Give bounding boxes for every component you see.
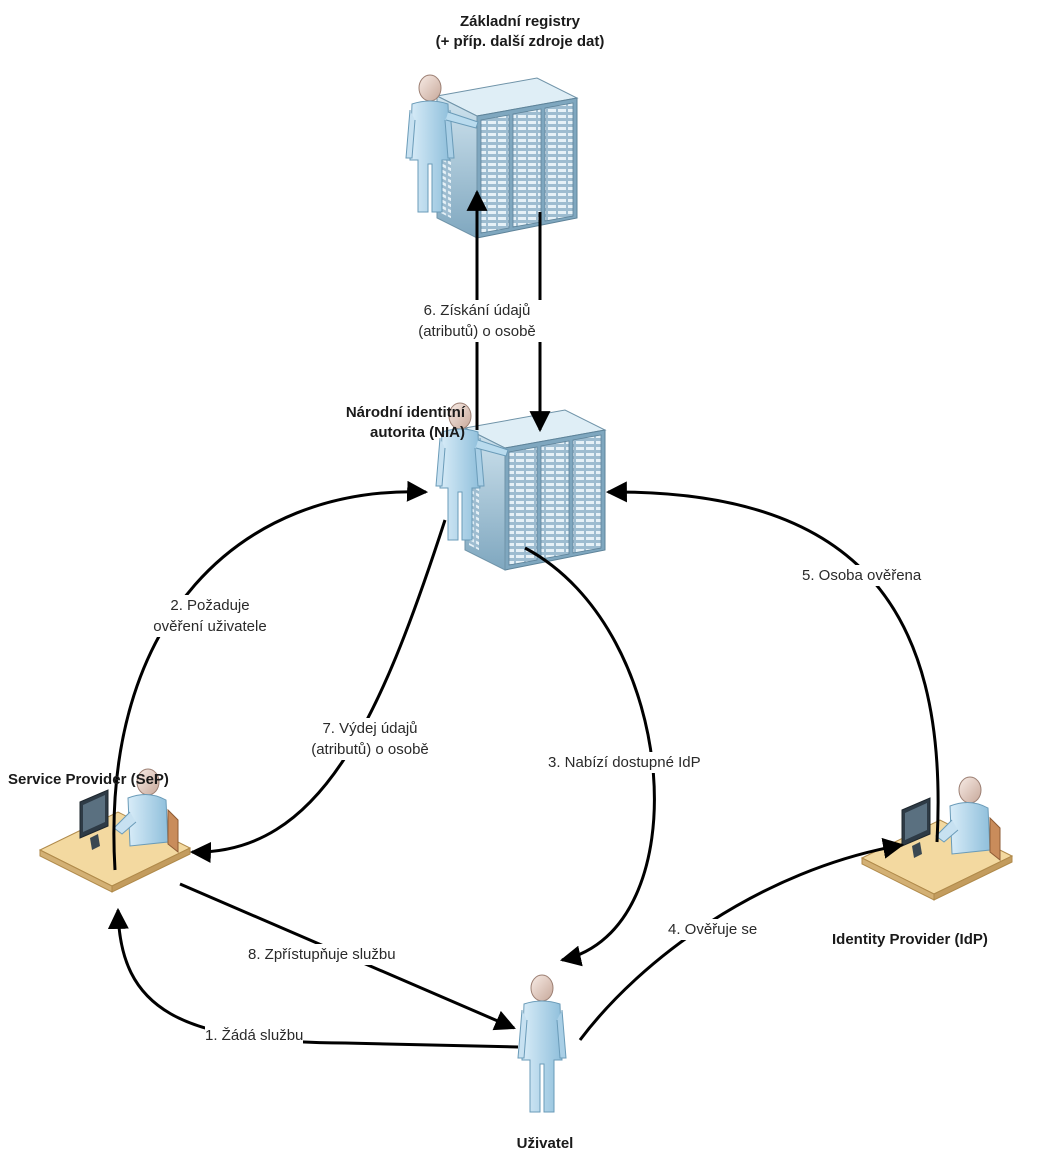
edge-7-label: 7. Výdej údajů (atributů) o osobě: [270, 718, 470, 760]
registries-node: [406, 75, 578, 239]
edge-6-label: 6. Získání údajů (atributů) o osobě: [372, 300, 582, 342]
edge-6-label-line2: (atributů) o osobě: [418, 323, 536, 340]
edge-7-label-line1: 7. Výdej údajů: [322, 720, 418, 737]
edge-1-arrow: [107, 907, 519, 1049]
user-person-icon: [517, 974, 567, 1113]
edge-5-label: 5. Osoba ověřena: [802, 565, 922, 586]
idp-label-text: Identity Provider (IdP): [832, 931, 988, 948]
edge-7-arrow: [189, 519, 447, 863]
edge-5-label-text: 5. Osoba ověřena: [802, 567, 922, 584]
edge-1-label-text: 1. Žádá službu: [205, 1027, 304, 1044]
edge-6-label-line1: 6. Získání údajů: [423, 302, 531, 319]
registries-label-line2: (+ příp. další zdroje dat): [435, 33, 605, 50]
user-label: Uživatel: [500, 1134, 590, 1154]
edge-2-label-line1: 2. Požaduje: [170, 597, 250, 614]
nia-label: Národní identitní autorita (NIA): [255, 403, 465, 443]
edge-2-label-line2: ověření uživatele: [153, 618, 267, 635]
registries-label: Základní registry (+ příp. další zdroje …: [380, 12, 660, 52]
edge-5-arrow: [605, 481, 940, 843]
user-node: [517, 974, 567, 1113]
edge-8-label: 8. Zpřístupňuje službu: [248, 944, 396, 965]
nia-server-icon: [464, 409, 606, 571]
nia-label-line2: autorita (NIA): [370, 424, 465, 441]
edge-1-label: 1. Žádá službu: [205, 1025, 304, 1046]
nia-label-line1: Národní identitní: [345, 404, 465, 421]
edge-2-arrow: [112, 480, 429, 871]
edge-3-arrow: [524, 546, 656, 967]
edge-4-label: 4. Ověřuje se: [668, 919, 758, 940]
edge-3-label: 3. Nabízí dostupné IdP: [548, 752, 701, 773]
user-label-text: Uživatel: [516, 1135, 574, 1152]
edge-3-label-text: 3. Nabízí dostupné IdP: [548, 754, 701, 771]
sep-label: Service Provider (SeP): [8, 770, 169, 790]
edge-4-label-text: 4. Ověřuje se: [668, 921, 758, 938]
sep-label-text: Service Provider (SeP): [8, 771, 169, 788]
registries-server-icon: [436, 77, 578, 239]
edge-8-label-text: 8. Zpřístupňuje službu: [248, 946, 396, 963]
idp-label: Identity Provider (IdP): [832, 930, 988, 950]
edge-2-label: 2. Požaduje ověření uživatele: [120, 595, 300, 637]
edge-7-label-line2: (atributů) o osobě: [311, 741, 429, 758]
registries-label-line1: Základní registry: [459, 13, 581, 30]
